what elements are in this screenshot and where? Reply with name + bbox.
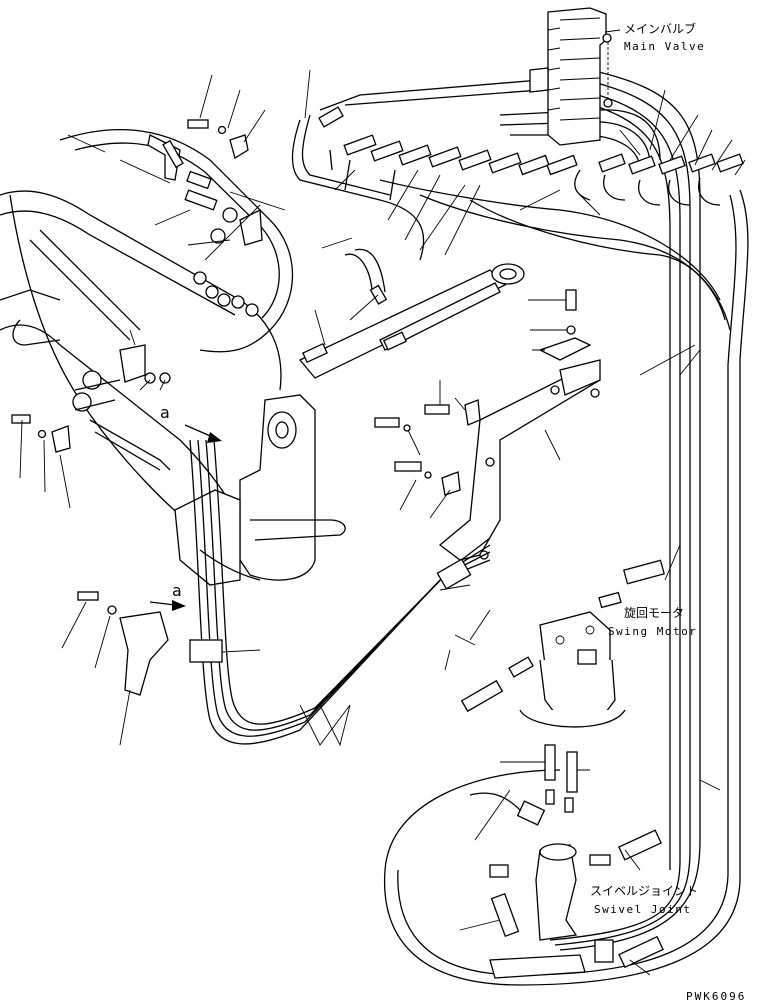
swivel-joint [469,744,664,979]
main-valve [529,7,613,146]
clamp-set-center [374,399,481,496]
swing-motor-label: 旋回モータ Swing Motor [608,606,697,638]
main-valve-label: メインバルブ Main Valve [604,21,705,53]
main-valve-label-en: Main Valve [624,40,705,53]
upper-hose-loop [291,79,731,331]
swing-motor [460,559,665,728]
swivel-joint-label-jp: スイベルジョイント [590,884,698,898]
view-arrow-a-upper: a [160,403,222,443]
arm-cylinder [298,248,525,379]
valve-fittings-row [318,106,744,206]
swing-motor-label-jp: 旋回モータ [624,606,684,620]
swing-motor-label-en: Swing Motor [608,625,697,638]
drawing-code: PWK6096 [686,990,746,1003]
swivel-joint-label-en: Swivel Joint [594,903,691,916]
swing-bracket [174,394,346,586]
clamp-set-top [147,119,263,317]
swivel-joint-label: スイベルジョイント Swivel Joint [590,884,698,916]
view-arrow-a-lower: a [149,581,186,611]
right-hose-bundle [383,69,749,986]
clamp-set-left [11,344,171,471]
bracket-lower-left [77,591,169,696]
view-ref-label: a [160,403,170,422]
view-ref-label: a [172,581,182,600]
main-valve-label-jp: メインバルブ [624,21,696,36]
leader-lines [19,69,746,976]
hose-bracket [438,289,601,561]
lower-hose-bundle [189,439,491,745]
